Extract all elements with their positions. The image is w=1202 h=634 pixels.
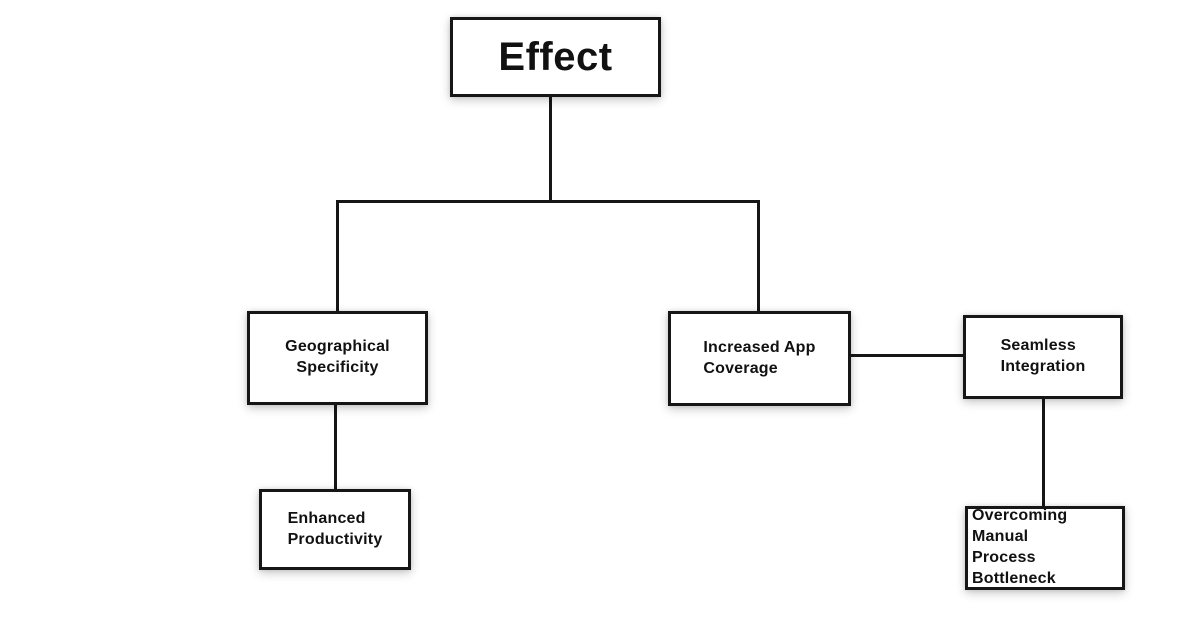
node-geographical-specificity[interactable]: Geographical Specificity — [247, 311, 428, 405]
node-effect[interactable]: Effect — [450, 17, 661, 97]
node-enhanced-productivity-label: Enhanced Productivity — [287, 509, 383, 548]
node-geographical-specificity-label: Geographical Specificity — [285, 338, 390, 376]
connector-geo-to-productivity — [334, 405, 337, 489]
node-increased-app-coverage-label: Increased App Coverage — [703, 338, 816, 377]
node-enhanced-productivity[interactable]: Enhanced Productivity — [259, 489, 411, 570]
node-effect-label: Effect — [498, 35, 613, 79]
node-seamless-integration-label: Seamless Integration — [1000, 337, 1086, 375]
connector-branch-right-vertical — [757, 200, 760, 311]
node-overcoming-manual-process-bottleneck[interactable]: Overcoming Manual Process Bottleneck — [965, 506, 1125, 590]
node-seamless-integration[interactable]: Seamless Integration — [963, 315, 1123, 399]
node-increased-app-coverage[interactable]: Increased App Coverage — [668, 311, 851, 406]
connector-effect-stem — [549, 97, 552, 203]
node-overcoming-manual-process-bottleneck-label: Overcoming Manual Process Bottleneck — [972, 507, 1068, 587]
connector-coverage-to-integration — [851, 354, 963, 357]
connector-integration-to-bottleneck — [1042, 399, 1045, 508]
connector-branch-horizontal — [336, 200, 760, 203]
connector-branch-left-vertical — [336, 200, 339, 311]
